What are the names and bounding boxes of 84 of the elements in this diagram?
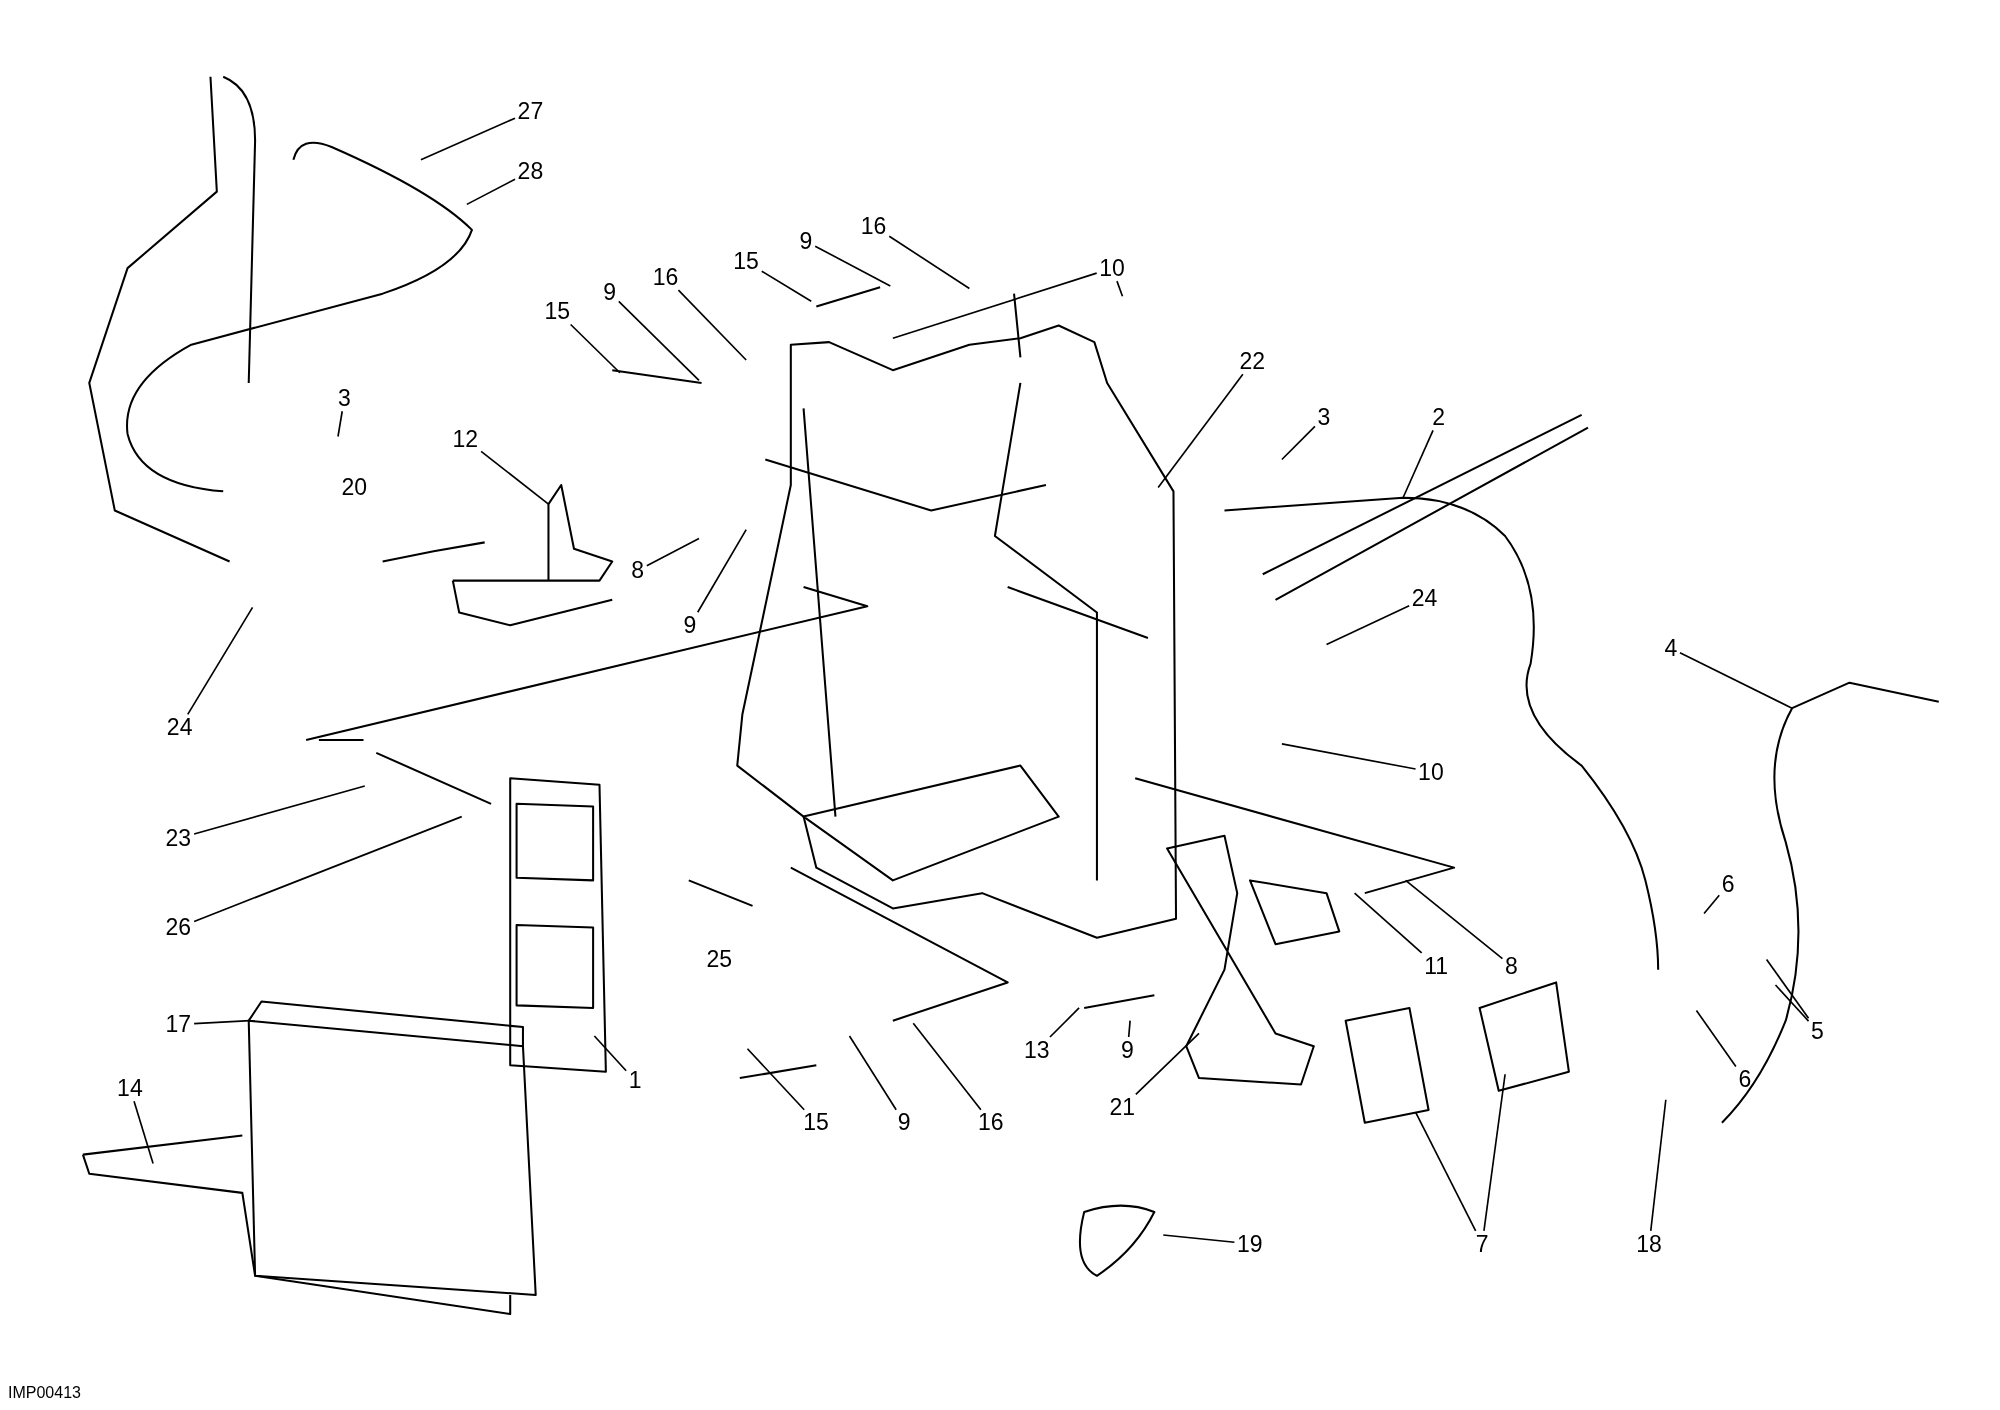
callout-number: 7 [1475, 1230, 1489, 1257]
leader-line [1162, 1234, 1236, 1244]
leader-line [1415, 1111, 1477, 1232]
leader-line [892, 272, 1098, 340]
leader-line [746, 1047, 806, 1111]
callout-number: 27 [517, 97, 544, 124]
leader-line [1679, 651, 1793, 710]
leader-line [1404, 879, 1504, 960]
callout-number: 4 [1664, 634, 1678, 661]
leader-line [1157, 373, 1244, 489]
leader-line [814, 245, 892, 287]
leader-line [1774, 984, 1810, 1022]
callout-number: 16 [978, 1109, 1004, 1136]
leader-line [912, 1022, 982, 1111]
leader-line [888, 235, 971, 290]
callout-number: 3 [1317, 404, 1331, 431]
callout-number: 13 [1024, 1036, 1050, 1063]
drawing-code: IMP00413 [8, 1383, 81, 1402]
leader-line [133, 1100, 154, 1165]
leader-line [569, 323, 621, 374]
callout-number: 14 [117, 1075, 143, 1101]
callout-number: 15 [803, 1109, 829, 1136]
leader-line [1402, 429, 1434, 499]
leader-line [1325, 604, 1410, 646]
leader-line [193, 1019, 251, 1025]
callout-number: 23 [165, 825, 192, 851]
callout-number: 16 [652, 263, 679, 290]
callout-number: 24 [166, 714, 193, 741]
leader-line [677, 289, 747, 361]
callout-number: 2 [1432, 404, 1446, 431]
leader-line [848, 1035, 897, 1111]
callout-number: 1 [628, 1067, 642, 1094]
callout-number: 11 [1424, 952, 1449, 979]
callout-number: 5 [1811, 1017, 1824, 1044]
leader-line [193, 815, 463, 923]
leader-line [696, 528, 747, 614]
leader-line [760, 270, 813, 303]
leader-line [1281, 743, 1417, 770]
leader-line [1483, 1073, 1506, 1232]
callout-number: 28 [517, 157, 544, 184]
callout-number: 26 [165, 914, 192, 941]
leader-line [1281, 425, 1316, 461]
callout-number: 20 [341, 474, 368, 501]
leader-line [1127, 1019, 1131, 1038]
callout-number: 18 [1636, 1230, 1662, 1257]
leader-line [593, 1035, 627, 1072]
callout-number: 15 [544, 298, 570, 325]
leader-line [1695, 1009, 1737, 1068]
callout-number: 9 [1121, 1036, 1134, 1063]
leader-line [1649, 1098, 1667, 1232]
leader-line [617, 300, 700, 382]
leader-line [1353, 892, 1423, 954]
callout-number: 15 [733, 248, 759, 275]
callout-number: 22 [1239, 347, 1266, 374]
leader-line [420, 117, 516, 161]
callout-number: 9 [603, 279, 616, 306]
callout-number: 24 [1411, 585, 1438, 612]
callout-number: 8 [631, 557, 645, 584]
callout-number: 21 [1109, 1094, 1136, 1121]
leader-line [186, 606, 254, 716]
callout-number: 8 [1504, 952, 1518, 979]
callout-number: 9 [683, 612, 697, 638]
callout-number: 10 [1099, 254, 1125, 281]
callout-number: 3 [337, 384, 351, 411]
callout-number: 19 [1237, 1230, 1263, 1257]
leader-line [480, 450, 550, 505]
leader-line [1116, 280, 1124, 298]
leader-line [645, 537, 700, 567]
callout-number: 17 [165, 1011, 192, 1038]
leader-line [1703, 894, 1721, 915]
callout-number: 6 [1721, 870, 1735, 897]
callout-number: 9 [799, 228, 813, 255]
callout-number: 6 [1738, 1066, 1752, 1093]
leader-line [337, 410, 344, 438]
callout-number: 9 [897, 1109, 911, 1136]
callout-number: 25 [706, 946, 732, 973]
callout-number: 16 [860, 212, 887, 239]
leader-line [193, 785, 366, 835]
leader-line [1135, 1032, 1200, 1096]
callout-number: 12 [452, 425, 479, 452]
leader-line [466, 178, 516, 206]
callout-number: 10 [1418, 758, 1444, 785]
leader-line [1765, 958, 1810, 1020]
leader-line [1049, 1007, 1080, 1038]
